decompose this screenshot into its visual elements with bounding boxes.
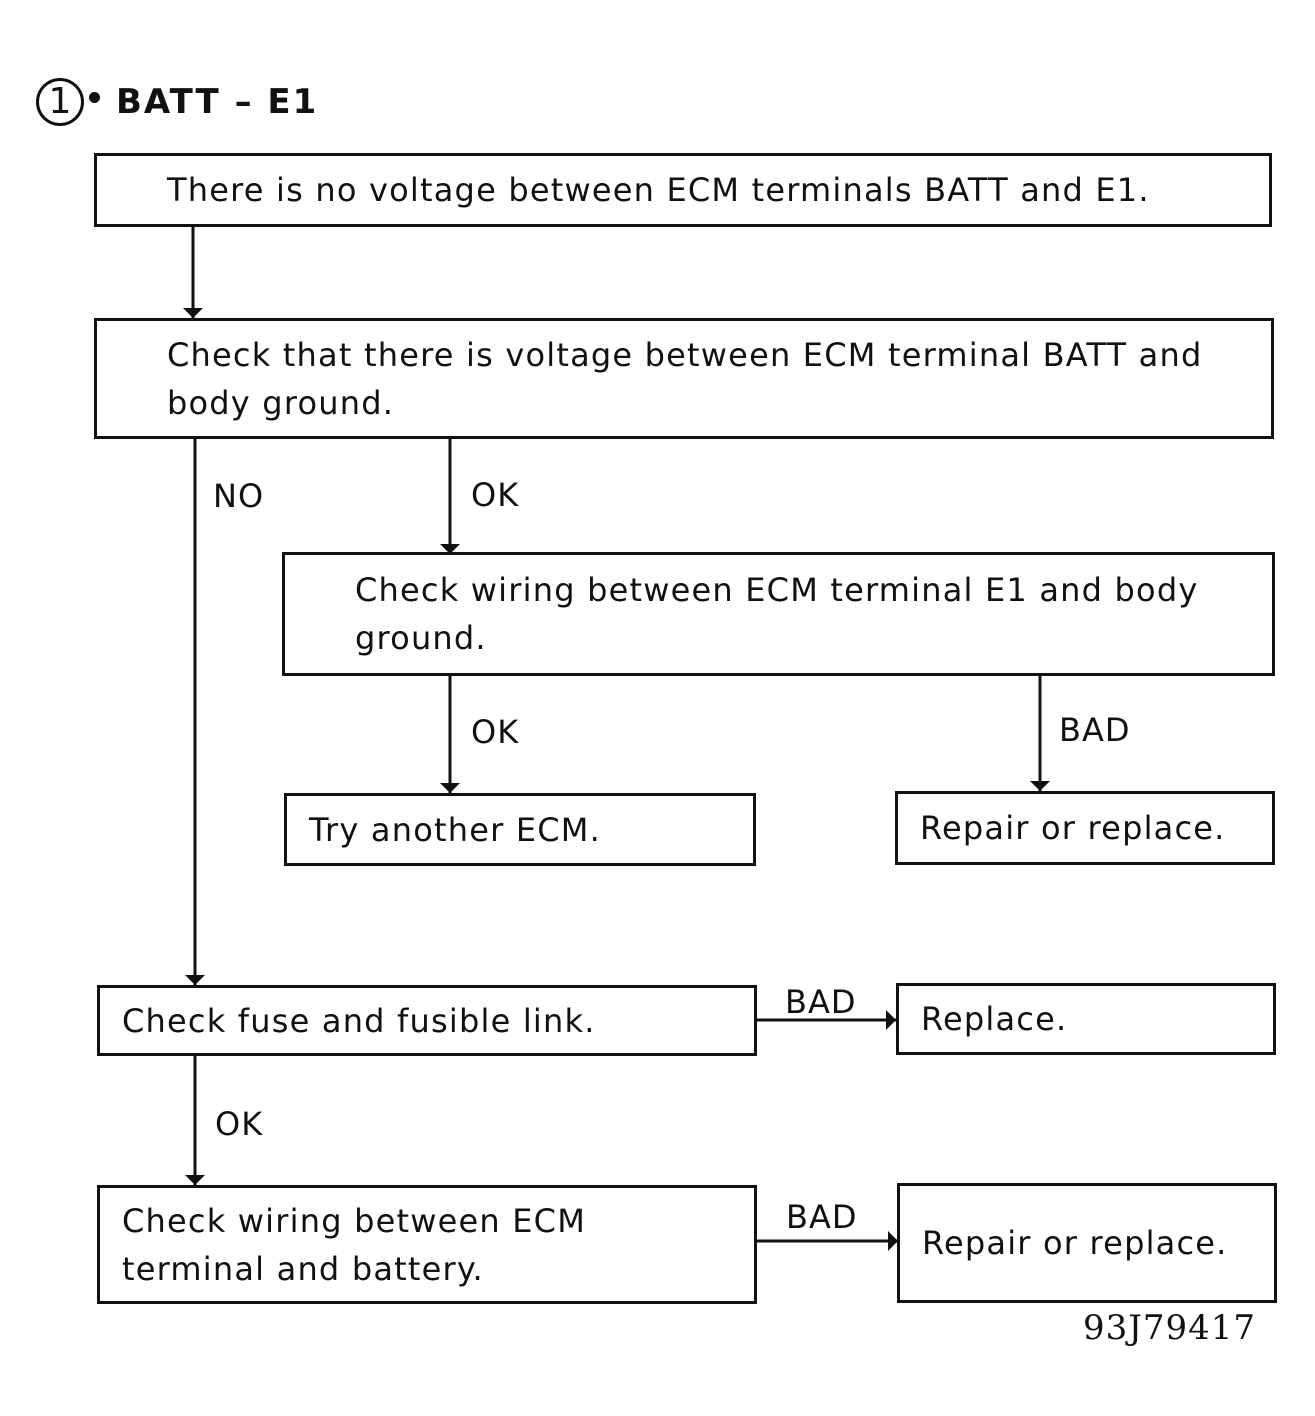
- box-check-fuse-text: Check fuse and fusible link.: [122, 1001, 596, 1040]
- box-repair-replace-1-text: Repair or replace.: [920, 809, 1226, 847]
- box-replace: Replace.: [896, 983, 1276, 1055]
- step-number: 1: [48, 81, 72, 122]
- box-try-another-ecm-text: Try another ECM.: [309, 810, 601, 849]
- label-no: NO: [213, 477, 265, 515]
- bullet-icon: [89, 91, 100, 103]
- box-check-wiring-battery: Check wiring between ECM terminal and ba…: [97, 1185, 757, 1304]
- box-check-e1-wiring-text: Check wiring between ECM terminal E1 and…: [355, 571, 1199, 657]
- box-check-wiring-battery-text: Check wiring between ECM terminal and ba…: [122, 1201, 587, 1288]
- box-check-fuse: Check fuse and fusible link.: [97, 985, 757, 1056]
- label-bad-1: BAD: [1059, 711, 1131, 749]
- box-try-another-ecm: Try another ECM.: [284, 793, 756, 866]
- box-no-voltage: There is no voltage between ECM terminal…: [94, 153, 1272, 227]
- box-repair-replace-2: Repair or replace.: [897, 1183, 1277, 1303]
- box-replace-text: Replace.: [921, 1000, 1068, 1038]
- flowchart-heading: 1 BATT – E1: [36, 74, 318, 130]
- box-check-batt-ground-text: Check that there is voltage between ECM …: [167, 335, 1203, 422]
- box-check-e1-wiring: Check wiring between ECM terminal E1 and…: [282, 552, 1275, 676]
- label-ok-3: OK: [215, 1105, 264, 1143]
- figure-id: 93J79417: [1083, 1308, 1257, 1348]
- box-repair-replace-2-text: Repair or replace.: [922, 1224, 1228, 1262]
- step-number-badge: 1: [36, 78, 84, 126]
- label-ok-1: OK: [471, 476, 520, 514]
- box-check-batt-ground: Check that there is voltage between ECM …: [94, 318, 1274, 439]
- label-bad-2: BAD: [785, 983, 857, 1021]
- box-repair-replace-1: Repair or replace.: [895, 791, 1275, 865]
- box-no-voltage-text: There is no voltage between ECM terminal…: [167, 171, 1150, 209]
- heading-title: BATT – E1: [116, 82, 319, 122]
- label-ok-2: OK: [471, 713, 520, 751]
- label-bad-3: BAD: [786, 1198, 858, 1236]
